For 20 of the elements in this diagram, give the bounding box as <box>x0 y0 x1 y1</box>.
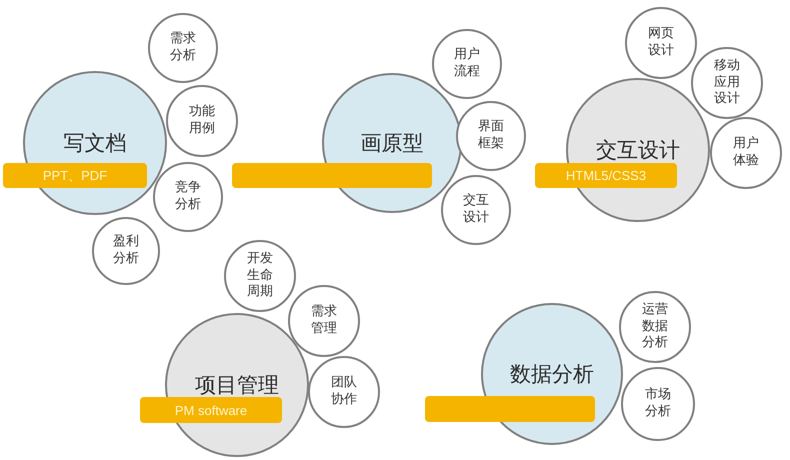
skill-circle: 功能用例 <box>166 85 238 157</box>
tag-banner: HTML5/CSS3 <box>535 163 677 188</box>
skill-circle: 需求管理 <box>288 285 360 357</box>
tag-banner <box>232 163 432 188</box>
skill-circle: 用户体验 <box>710 117 782 189</box>
tag-banner <box>425 396 595 422</box>
skill-circle: 网页设计 <box>625 7 697 79</box>
skill-circle: 市场分析 <box>621 367 695 441</box>
skill-circle: 竞争分析 <box>153 162 223 232</box>
skill-circle: 盈利分析 <box>92 217 160 285</box>
tag-banner: PM software <box>140 397 282 423</box>
skill-circle: 界面框架 <box>456 101 526 171</box>
skill-circle: 移动应用设计 <box>691 47 763 119</box>
skill-circle: 交互设计 <box>441 175 511 245</box>
tag-banner: PPT、PDF <box>3 163 147 188</box>
skill-circle: 需求分析 <box>148 13 218 83</box>
skill-circle: 开发生命周期 <box>224 240 296 312</box>
skill-circle: 用户流程 <box>432 29 502 99</box>
skill-circle: 运营数据分析 <box>619 291 691 363</box>
skill-circle: 团队协作 <box>308 356 380 428</box>
